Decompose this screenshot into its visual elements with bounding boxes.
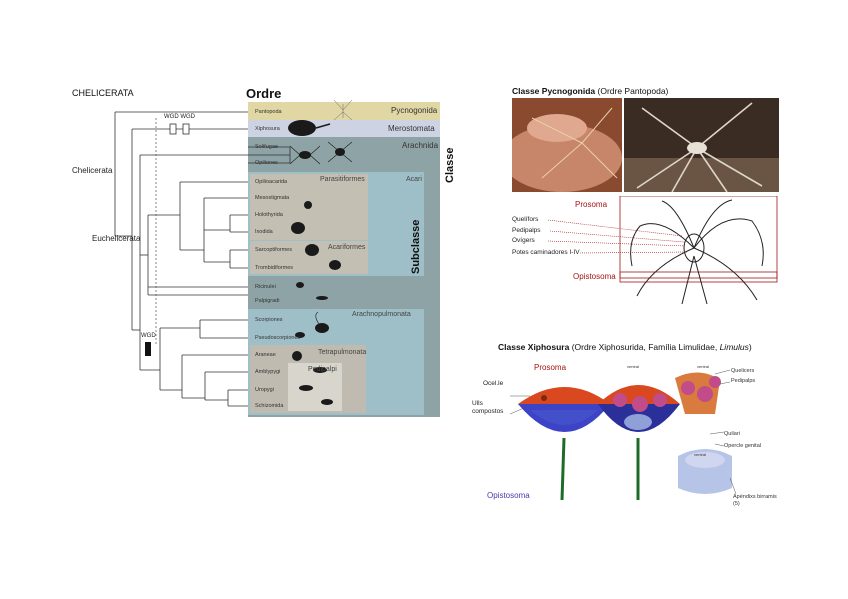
subclasse-header: Subclasse — [410, 219, 422, 274]
xipho-pedipalps: Pedipalps — [731, 378, 756, 384]
row-label: Schizomida — [255, 403, 284, 409]
wgd-label-2: WGD — [141, 333, 156, 339]
xipho-prosoma: Prosoma — [534, 363, 567, 372]
ordre-header: Ordre — [246, 86, 282, 101]
xipho-ocel: Ocel.le — [483, 380, 504, 387]
row-label: Araneae — [255, 352, 276, 358]
group-label-arachnopulmonata: Arachnopulmonata — [352, 311, 411, 318]
pycno-opistosoma: Opistosoma — [573, 272, 616, 281]
pycno-photos — [512, 98, 779, 193]
row-label: Sarcoptiformes — [255, 247, 292, 253]
pycnogonida-band — [248, 102, 440, 120]
group-label-parasitiformes: Parasitiformes — [320, 176, 365, 183]
group-label-pedipalpi: Pedipalpi — [308, 366, 337, 373]
pycno-label: Potes caminadores I-IV — [512, 249, 580, 256]
xipho-ventral-1: ventral — [627, 364, 640, 369]
row-label: Mesostigmata — [255, 195, 290, 201]
xipho-apendix: Apèndixs birramis (5) — [733, 494, 777, 507]
group-label-acariformes: Acariformes — [328, 244, 366, 251]
group-label-acari: Acari — [406, 176, 422, 183]
xipho-title: Classe Xiphosura (Ordre Xiphosurida, Fam… — [498, 342, 752, 352]
class-label-merostomata: Merostomata — [388, 124, 435, 133]
xipho-opistosoma: Opistosoma — [487, 491, 530, 500]
group-label-tetrapulmonata: Tetrapulmonata — [318, 349, 367, 356]
pycno-label: Quelífors — [512, 216, 539, 223]
wgd-marker — [145, 342, 151, 356]
row-label: Amblypygi — [255, 369, 281, 375]
xipho-quilari: Quilari — [724, 431, 740, 437]
xipho-opercle: Opercle genital — [724, 443, 761, 449]
pycno-title: Classe Pycnogonida (Ordre Pantopoda) — [512, 86, 669, 96]
row-label: Uropygi — [255, 387, 274, 393]
pycno-label: Ovígers — [512, 237, 535, 244]
row-label: Palpigradi — [255, 298, 280, 304]
row-label: Ricinulei — [255, 284, 276, 290]
row-label: Opiliones — [255, 160, 278, 166]
class-label-arachnida: Arachnida — [402, 141, 439, 150]
row-label: Solifugae — [255, 144, 278, 150]
clade-euchelicerata: Euchelicerata — [92, 234, 141, 243]
xipho-ventral-3: ventral — [694, 452, 707, 457]
class-label-pycnogonida: Pycnogonida — [391, 106, 438, 115]
xipho-quelicers: Quelicers — [731, 368, 755, 374]
row-label: Trombidiformes — [255, 265, 293, 271]
xipho-images — [510, 369, 737, 501]
wgd-label: WGD WGD — [164, 114, 195, 120]
row-label: Ixodida — [255, 229, 273, 235]
row-label: Xiphosura — [255, 126, 280, 132]
xipho-ventral-2: ventral — [697, 364, 710, 369]
pycno-diagram — [547, 196, 778, 305]
tree-title: CHELICERATA — [72, 88, 134, 98]
row-label: Holothyrida — [255, 212, 283, 218]
xipho-ulls: Ulls compostos — [472, 400, 504, 415]
row-label: Opilioacarida — [255, 179, 288, 185]
row-label: Scorpiones — [255, 317, 283, 323]
pycno-label: Pedipalps — [512, 227, 541, 234]
row-label: Pseudoscorpiones — [255, 335, 301, 341]
clade-chelicerata: Chelicerata — [72, 166, 113, 175]
classe-header: Classe — [444, 147, 456, 183]
row-label: Pantopoda — [255, 109, 282, 115]
pycno-prosoma: Prosoma — [575, 200, 608, 209]
